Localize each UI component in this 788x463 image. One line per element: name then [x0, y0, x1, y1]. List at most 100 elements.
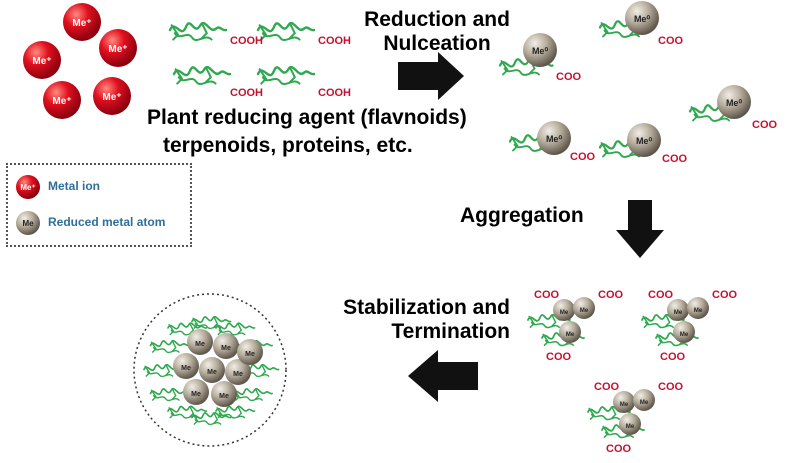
metal-ion-symbol: Me⁺ [52, 96, 71, 107]
reduced-atom-symbol: Me⁰ [634, 14, 651, 24]
legend-box: Me⁺ Me Metal ion Reduced metal atom [6, 163, 192, 247]
coo-label: COO [546, 351, 572, 363]
reduced-atom-symbol: Me [680, 332, 689, 338]
reduced-atom-symbol: Me [191, 391, 201, 398]
stabilizing-ligand [232, 388, 273, 402]
metal-ion-symbol: Me⁺ [72, 18, 91, 29]
ligand-chain-strand [215, 322, 256, 330]
aggregate-atom [667, 299, 689, 321]
ligand-chain-strand [153, 395, 180, 402]
metal-ion-symbol: Me⁺ [102, 92, 121, 103]
aggregate-atom [553, 299, 575, 321]
ligand-chain-strand [261, 32, 301, 42]
legend-swatches: Me⁺ Me [16, 175, 40, 235]
ligand-chain-strand [232, 388, 273, 396]
reduced-atom-symbol: Me [580, 308, 589, 314]
plant-ligand [172, 66, 232, 86]
reduced-atom-symbol: Me [219, 393, 229, 400]
reduced-atom-symbol: Me [620, 402, 629, 408]
reduced-atom-symbol: Me [626, 424, 635, 430]
ligand-chain-strand [258, 22, 297, 41]
reduced-atom-symbol: Me [640, 400, 649, 406]
coo-label: COO [556, 71, 582, 83]
coo-label: COO [662, 153, 688, 165]
ligand-chain-strand [544, 339, 574, 347]
stabilizing-ligand [215, 322, 256, 336]
cooh-label: COOH [230, 87, 263, 99]
reduced-atom-symbol: Me [560, 310, 569, 316]
cooh-label: COOH [318, 35, 351, 47]
coo-label: COO [658, 35, 684, 47]
aggregate-atom [633, 389, 655, 411]
aggregate-atom [673, 321, 695, 343]
stabilizing-ligand [191, 316, 232, 330]
ligand-chain-strand [172, 66, 232, 77]
reduced-atom [523, 33, 557, 67]
ligand-chain-strand [170, 412, 198, 419]
ligand-chain-strand [216, 322, 243, 336]
reduced-atom-symbol: Me [245, 351, 255, 358]
arrow-aggregation [616, 200, 664, 258]
ligand-chain-strand [174, 66, 213, 85]
ligand-chain-strand [167, 405, 208, 413]
aggregate-atom [613, 391, 635, 413]
legend-ion-symbol: Me⁺ [20, 183, 35, 192]
ligand-chain-strand [256, 66, 316, 77]
ligand-chain-strand [603, 29, 640, 38]
metal-ion-symbol: Me⁺ [108, 44, 127, 55]
ligand-chain-strand [192, 412, 219, 425]
reduced-atom-symbol: Me [221, 345, 231, 352]
ligand-chain-strand [144, 364, 171, 377]
ligand-chain-strand [644, 321, 674, 329]
ligand-chain-strand [192, 316, 219, 329]
ligand-chain-strand [191, 316, 232, 324]
nanoparticle-core-atom [187, 329, 213, 355]
reduced-atom-symbol: Me [207, 369, 217, 376]
ligand-chain-strand [168, 405, 195, 419]
ligand-chain-strand [218, 329, 246, 336]
coo-label: COO [752, 119, 778, 131]
nanoparticle-core-atom [173, 353, 199, 379]
legend-reduced-atom-label: Reduced metal atom [48, 215, 166, 229]
ligand-chain-strand [528, 314, 557, 328]
ligand-chain-strand [218, 412, 246, 419]
legend-atom-symbol: Me [22, 219, 34, 228]
plant-ligand [256, 22, 316, 42]
coo-label: COO [660, 351, 686, 363]
coo-label: COO [606, 443, 632, 455]
reduced-atom [625, 1, 659, 35]
coo-label: COO [594, 381, 620, 393]
coo-label: COO [658, 381, 684, 393]
reduced-atom [627, 123, 661, 157]
ligand-chain-strand [503, 67, 540, 76]
ligand-chain-strand [167, 322, 208, 330]
reduced-atom [717, 85, 751, 119]
ligand-chain-strand [588, 406, 617, 420]
plant-ligand [256, 66, 316, 86]
ligand-chain-strand [604, 431, 634, 439]
legend-metal-ion-swatch [16, 175, 40, 199]
ligand-chain-strand [191, 412, 232, 420]
metal-ion [63, 3, 101, 41]
coo-label: COO [712, 289, 738, 301]
ligand-chain-strand [150, 388, 177, 401]
ligand-chain-strand [258, 66, 297, 85]
metal-ion-symbol: Me⁺ [32, 56, 51, 67]
plant-agent-label-line1: Plant reducing agent (flavnoids) [147, 106, 467, 129]
legend-reduced-atom-swatch [16, 211, 40, 235]
stabilized-nanoparticle-boundary [133, 293, 287, 447]
process-arrows [398, 52, 664, 402]
stabilizing-ligand [215, 405, 256, 419]
nanoparticle-core-atom [225, 359, 251, 385]
stabilizing-ligand [167, 405, 208, 419]
ligand-chain-strand [693, 113, 730, 122]
metal-ion [43, 81, 81, 119]
arrow-stabilization [408, 350, 478, 402]
reduced-atom-symbol: Me [233, 371, 243, 378]
ligand-chain-strand [233, 388, 260, 401]
ligand-chain-strand [146, 371, 174, 378]
reduced-atom-symbol: Me [674, 310, 683, 316]
